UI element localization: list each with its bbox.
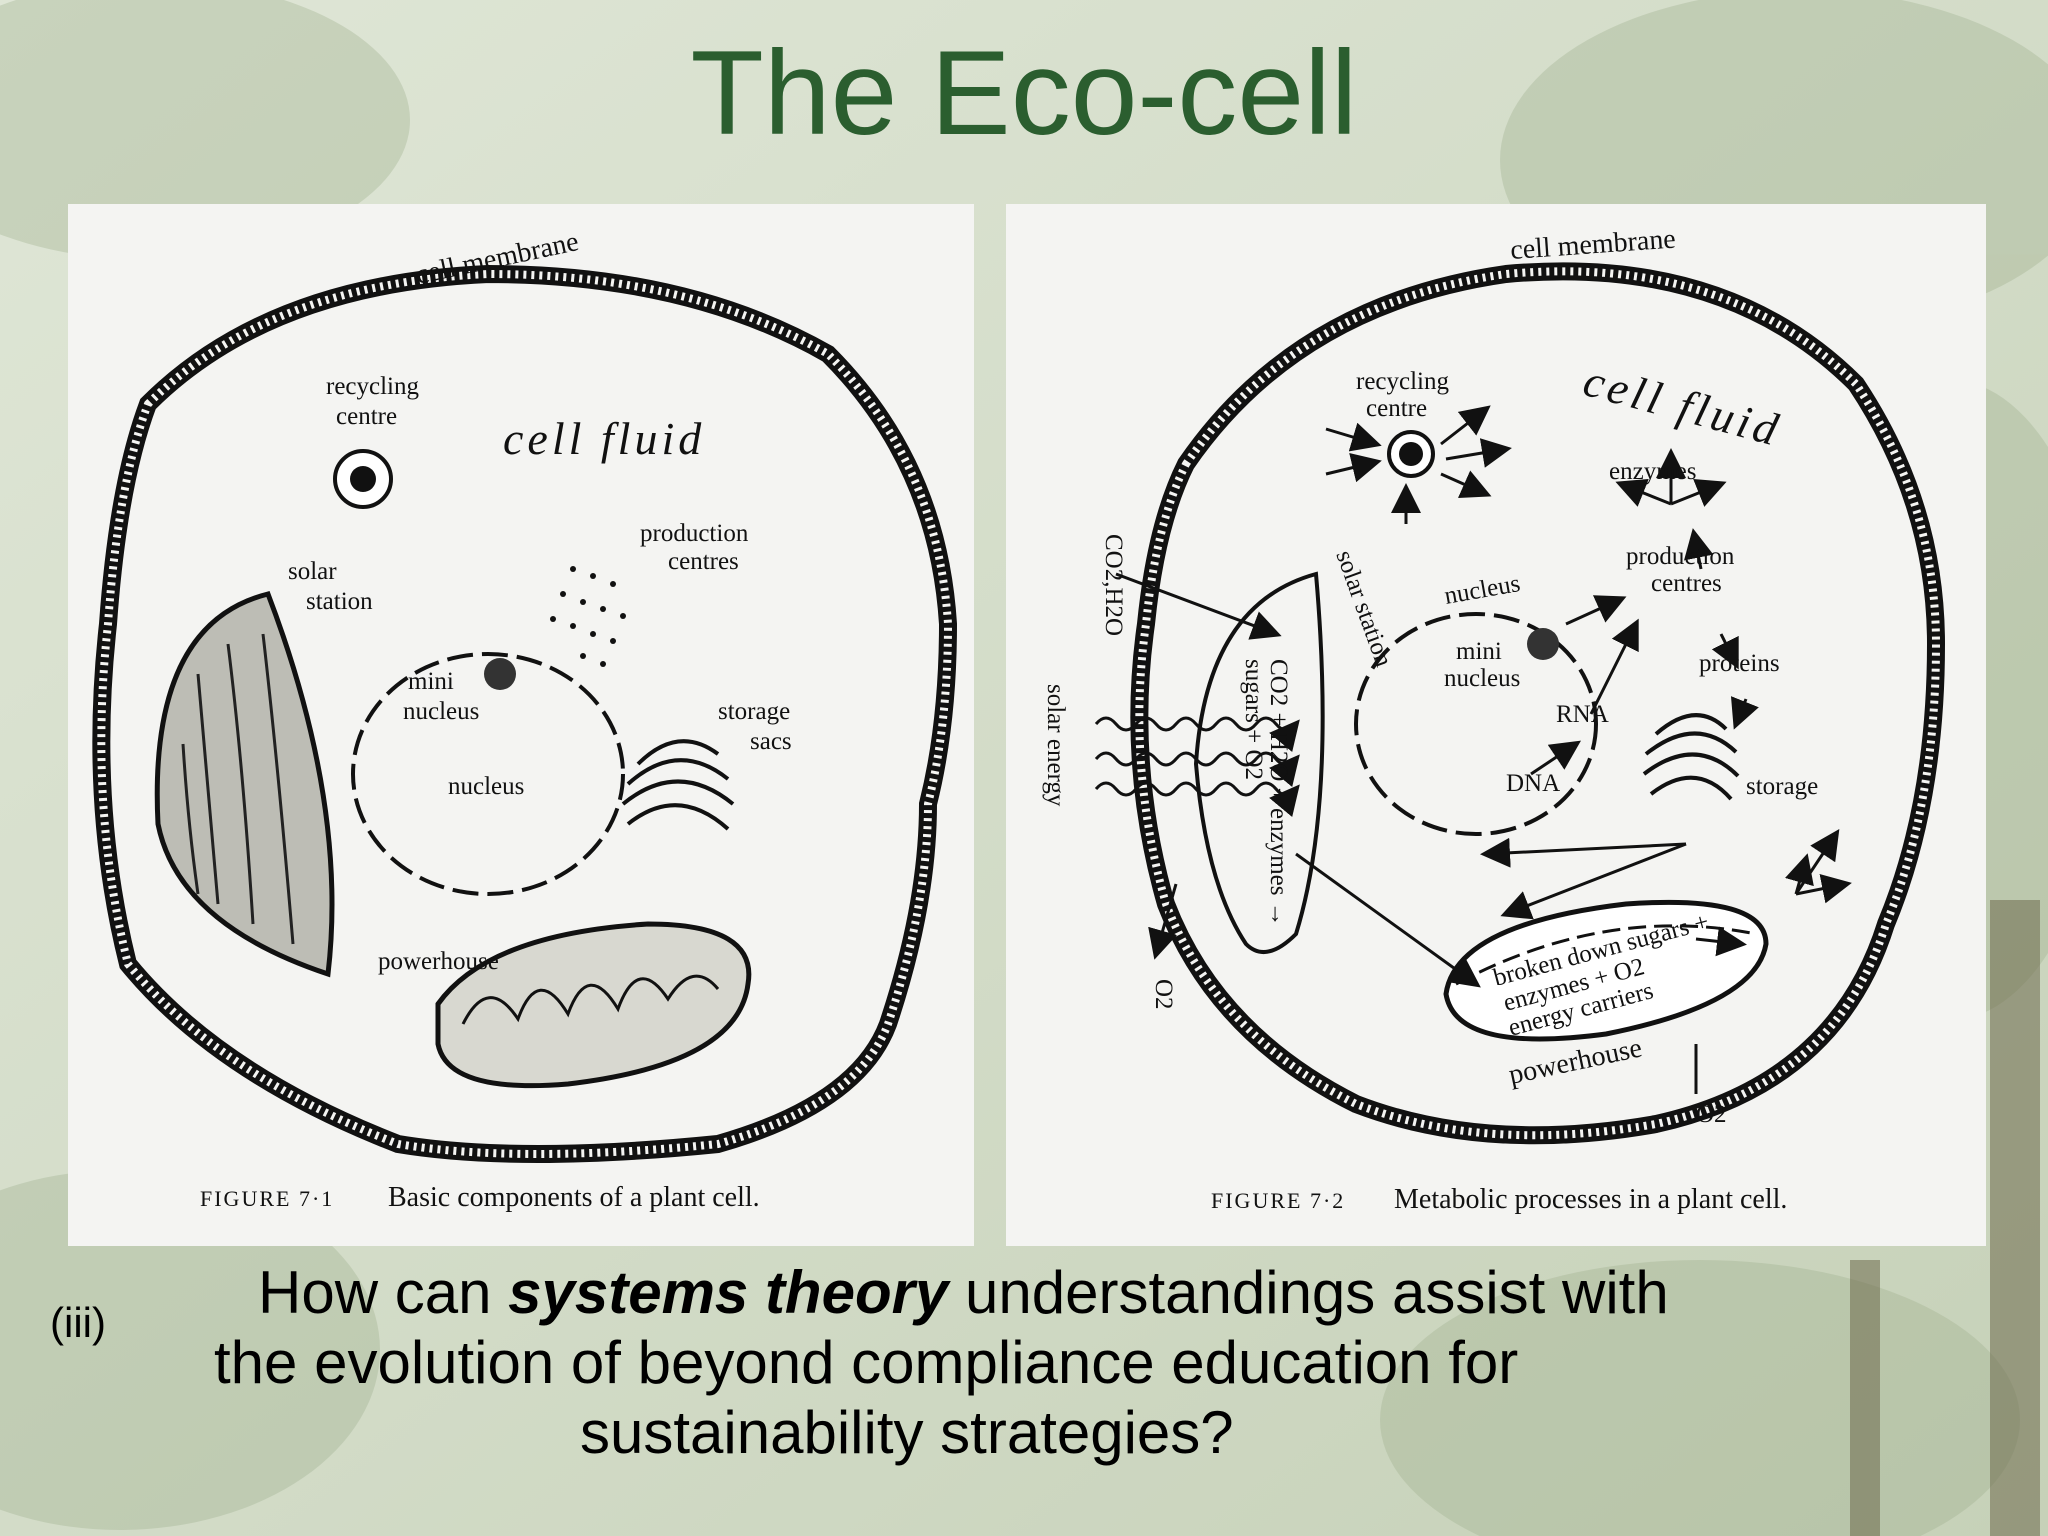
label-mini-2: nucleus xyxy=(403,698,479,725)
label-production-2: centres xyxy=(668,548,739,575)
question-block: (iii) How can systems theory understandi… xyxy=(0,1258,2048,1488)
recycling-centre-organelle xyxy=(333,449,393,509)
label-solar-station: solar station xyxy=(1330,547,1397,671)
label-cell-membrane: cell membrane xyxy=(1509,224,1676,266)
label-production-1: production xyxy=(1626,543,1735,570)
label-recycling-1: recycling xyxy=(326,373,420,400)
label-co2-h2o: CO2,H2O xyxy=(1100,534,1127,636)
question-line-1: How can systems theory understandings as… xyxy=(258,1258,1669,1328)
nucleus-organelle xyxy=(1354,612,1598,836)
recycling-centre-organelle xyxy=(1387,430,1435,478)
label-enzymes: enzymes xyxy=(1609,458,1696,485)
caption-text: Metabolic processes in a plant cell. xyxy=(1394,1184,1787,1215)
caption-figure-number: FIGURE 7·1 xyxy=(200,1186,334,1211)
question-line-2: the evolution of beyond compliance educa… xyxy=(214,1329,1519,1396)
label-solar-2: station xyxy=(306,588,373,615)
label-solar-1: solar xyxy=(288,558,337,585)
figure-plant-cell-components: cell membrane recycling centre cell flui… xyxy=(68,204,974,1246)
label-cell-fluid: cell fluid xyxy=(1578,354,1787,456)
label-rna: RNA xyxy=(1556,701,1609,728)
label-o2-bottom: O2 xyxy=(1696,1101,1727,1128)
caption-text: Basic components of a plant cell. xyxy=(388,1182,760,1213)
label-mini-1: mini xyxy=(1456,638,1502,665)
label-mini-1: mini xyxy=(408,668,454,695)
production-centres-ribosomes xyxy=(550,566,626,667)
label-recycling-1: recycling xyxy=(1356,368,1450,395)
powerhouse-mitochondrion xyxy=(435,921,752,1089)
question-line-3: sustainability strategies? xyxy=(580,1399,1234,1466)
nucleus-organelle xyxy=(351,652,625,896)
question-line-1-pre: How can xyxy=(258,1259,509,1326)
storage-golgi xyxy=(1642,713,1740,801)
question-emphasis: systems theory xyxy=(508,1259,949,1326)
label-solar-energy: solar energy xyxy=(1042,684,1069,807)
figure-plant-cell-metabolism: cell membrane recycling centre cell flui… xyxy=(1006,204,1986,1246)
label-solar-equation-1: CO2 + H2O + enzymes → xyxy=(1265,659,1292,927)
caption-figure-number: FIGURE 7·2 xyxy=(1211,1188,1345,1213)
label-storage-2: sacs xyxy=(750,728,792,755)
solar-station-chloroplast xyxy=(1193,571,1325,954)
slide-title: The Eco-cell xyxy=(690,26,1358,160)
label-storage: storage xyxy=(1746,773,1818,800)
label-dna: DNA xyxy=(1506,770,1560,797)
label-nucleus: nucleus xyxy=(1442,570,1522,610)
plant-cell-diagram-1: cell membrane recycling centre cell flui… xyxy=(92,226,958,1213)
label-o2-left: O2 xyxy=(1150,979,1177,1010)
label-proteins: proteins xyxy=(1699,650,1780,677)
label-cell-fluid: cell fluid xyxy=(503,413,705,464)
chloroplast-solar-station xyxy=(154,591,335,978)
label-nucleus: nucleus xyxy=(448,773,524,800)
label-recycling-2: centre xyxy=(1366,395,1427,422)
label-production-2: centres xyxy=(1651,570,1722,597)
label-mini-2: nucleus xyxy=(1444,665,1520,692)
label-solar-equation-2: sugars + O2 xyxy=(1240,659,1267,780)
plant-cell-diagram-2: cell membrane recycling centre cell flui… xyxy=(1042,224,1946,1215)
question-line-1-post: understandings assist with xyxy=(948,1259,1669,1326)
storage-sacs-golgi xyxy=(621,739,735,831)
label-powerhouse: powerhouse xyxy=(378,948,499,975)
label-recycling-2: centre xyxy=(336,403,397,430)
question-number: (iii) xyxy=(50,1299,106,1346)
process-arrows xyxy=(1115,405,1852,988)
solar-energy-waves xyxy=(1094,716,1300,818)
label-production-1: production xyxy=(640,520,749,547)
label-storage-1: storage xyxy=(718,698,790,725)
powerhouse-mitochondrion xyxy=(1443,899,1769,1042)
